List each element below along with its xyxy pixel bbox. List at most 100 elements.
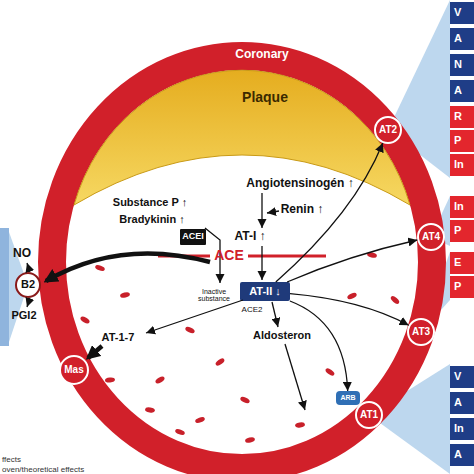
receptor-circle: AT3: [407, 318, 435, 346]
blood-cell: [214, 357, 225, 367]
node-text: ARB: [340, 394, 355, 401]
effect-box: In: [450, 418, 474, 440]
receptor-circle: AT2: [374, 116, 402, 144]
pathway-arrow: [267, 211, 279, 213]
signal-arrow: [290, 301, 348, 391]
node-text: A: [454, 397, 462, 409]
node-text: P: [454, 135, 461, 147]
annotation-label: PGI2: [6, 309, 42, 321]
effect-box: A: [450, 392, 474, 414]
blood-cell: [245, 436, 256, 443]
pathway-arrow: [261, 193, 262, 228]
node-text: N: [454, 59, 462, 71]
annotation-label: ACE2: [237, 306, 267, 315]
effect-box: A: [450, 80, 474, 102]
blood-cell: [145, 407, 156, 414]
node-text: B2: [21, 279, 35, 291]
node-text: Coronary: [38, 48, 446, 61]
node-text: AT1: [360, 410, 378, 421]
annotation-label: ffects: [2, 456, 122, 465]
node-text: AT3: [412, 327, 430, 338]
node-text: V: [454, 7, 461, 19]
effect-box: E: [450, 252, 474, 274]
blood-cells: [79, 251, 400, 443]
receptor-disc: [60, 356, 88, 384]
node-text: A: [454, 33, 462, 45]
annotation-label: ACE: [211, 248, 247, 263]
node-text: In: [454, 201, 464, 213]
node-text: In: [454, 159, 464, 171]
node-text: AT-II ↓: [249, 286, 281, 298]
blood-cell: [239, 396, 250, 405]
blood-cell: [105, 377, 115, 383]
effect-box: N: [450, 54, 474, 76]
effect-box: V: [450, 2, 474, 24]
pathway-arrow: [261, 246, 262, 280]
annotation-label: AT-1-7: [91, 331, 145, 343]
node-text: In: [454, 423, 464, 435]
node-text: V: [454, 371, 461, 383]
blood-cell: [94, 264, 105, 272]
plaque-shape: [74, 70, 410, 205]
pathway-arrow: [27, 263, 30, 272]
receptor-disc: [16, 273, 40, 297]
blood-cell: [194, 416, 205, 424]
annotation-label: oven/theoretical effects: [2, 466, 142, 474]
node-text: E: [454, 257, 461, 269]
node-text: AT2: [379, 125, 397, 136]
annotation-label: Renin ↑: [272, 203, 332, 216]
effect-box: In: [450, 154, 474, 176]
thick-arrow: [88, 346, 102, 358]
blood-cell: [184, 326, 195, 335]
blood-cell: [154, 375, 165, 384]
effect-box: P: [450, 276, 474, 298]
annotation-label: Bradykinin ↑: [105, 213, 199, 225]
receptor-disc: [356, 402, 382, 428]
thick-arrow: [46, 253, 210, 281]
blood-cell: [79, 315, 90, 324]
node-text: P: [454, 225, 461, 237]
node-text: Plaque: [66, 90, 418, 105]
pathway-arrow: [146, 300, 243, 333]
node-text: ACEI: [182, 232, 204, 241]
receptor-circle: AT4: [417, 223, 445, 251]
blood-cell: [346, 292, 357, 301]
annotation-label: Aldosteron: [246, 329, 318, 341]
annotation-label: Inactive substance: [195, 288, 233, 303]
blood-cell: [174, 428, 185, 436]
effect-box: A: [450, 28, 474, 50]
annotation-label: AT-I ↑: [227, 230, 273, 243]
annotation-label: Angiotensinogén ↑: [238, 177, 362, 190]
node-text: R: [454, 111, 462, 123]
effect-box: In: [450, 196, 474, 218]
receptor-circle: B2: [15, 272, 41, 298]
node-text: Mas: [64, 365, 83, 376]
annotation-label: NO: [8, 247, 36, 260]
blood-cell: [295, 422, 306, 429]
receptor-circle: AT1: [355, 401, 383, 429]
blood-cell: [324, 367, 335, 377]
callout-box: [0, 228, 9, 346]
receptor-circle: Mas: [59, 355, 89, 385]
effect-box: V: [450, 366, 474, 388]
annotation-label: Substance P ↑: [98, 196, 202, 208]
effect-box: P: [450, 220, 474, 242]
effect-box: A: [450, 444, 474, 466]
blood-cell: [120, 291, 131, 298]
effect-box: R: [450, 106, 474, 128]
signal-arrow: [276, 143, 383, 282]
ace-bar: [248, 255, 326, 258]
blocker-box: ARB: [336, 391, 360, 405]
node-text: A: [454, 85, 462, 97]
pathway-arrow: [285, 344, 305, 410]
receptor-disc: [418, 224, 444, 250]
receptor-disc: [375, 117, 401, 143]
pathway-arrow: [272, 302, 278, 327]
inhibitor-box: ACEI: [180, 229, 206, 245]
hormone-box: AT-II ↓: [240, 282, 290, 301]
effect-box: P: [450, 130, 474, 152]
node-text: A: [454, 449, 462, 461]
